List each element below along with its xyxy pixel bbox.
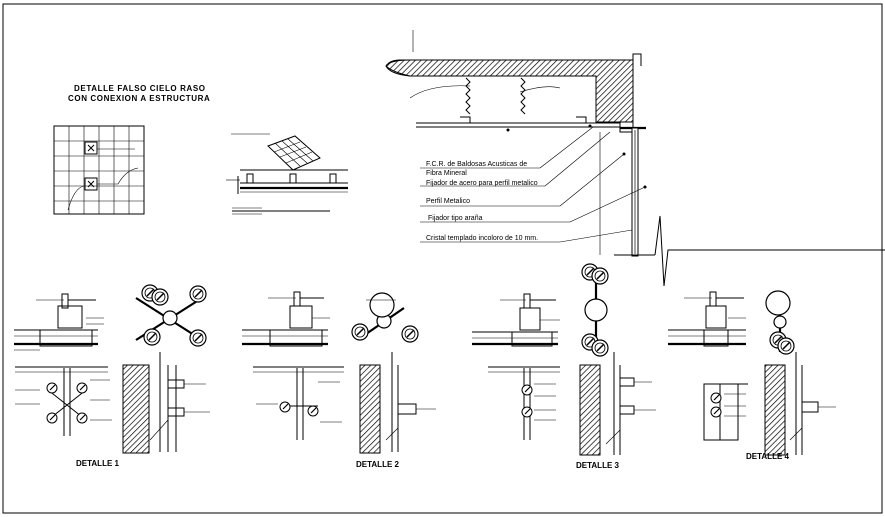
- detail-1: DETALLE 1: [14, 284, 210, 468]
- label-cristal: Cristal templado incoloro de 10 mm.: [426, 235, 538, 242]
- label-fcr: F.C.R. de Baldosas Acusticas de: [426, 161, 527, 168]
- detail-1-label: DETALLE 1: [76, 459, 120, 468]
- detail-4: DETALLE 4: [668, 290, 836, 461]
- label-fijador-arana: Fijador tipo araña: [428, 215, 483, 222]
- main-ceiling-section: [385, 30, 885, 287]
- detail-3: DETALLE 3: [472, 263, 656, 470]
- detail-4-label: DETALLE 4: [746, 452, 790, 461]
- ceiling-section-small: [226, 133, 348, 215]
- title-line-1: DETALLE FALSO CIELO RASO: [74, 84, 206, 93]
- detail-2: DETALLE 2: [242, 291, 436, 469]
- label-perfil: Perfil Metalico: [426, 198, 470, 205]
- detail-2-label: DETALLE 2: [356, 460, 400, 469]
- title-line-2: CON CONEXION A ESTRUCTURA: [68, 94, 210, 103]
- label-fibra: Fibra Mineral: [426, 170, 467, 177]
- ceiling-grid-plan: [53, 125, 145, 215]
- detail-3-label: DETALLE 3: [576, 461, 620, 470]
- label-fijador-acero: Fijador de acero para perfil metalico: [426, 180, 538, 187]
- sheet-border: [2, 3, 883, 514]
- drawing-title: DETALLE FALSO CIELO RASO CON CONEXION A …: [68, 84, 210, 103]
- section-labels: F.C.R. de Baldosas Acusticas de Fibra Mi…: [426, 161, 538, 242]
